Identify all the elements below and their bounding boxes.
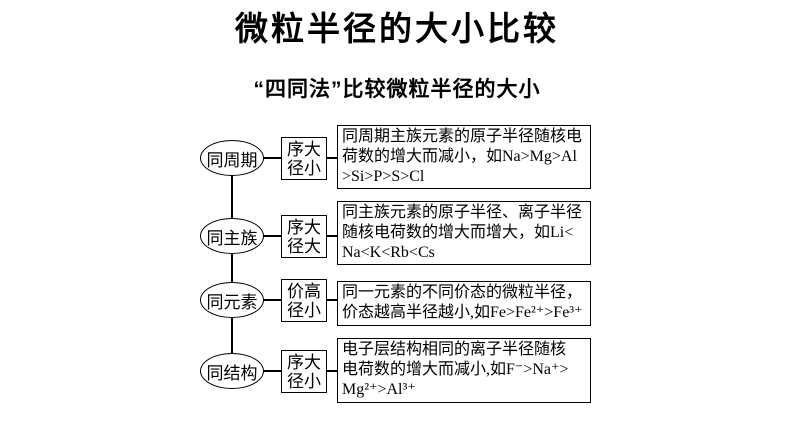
description-box-same-group: 同主族元素的原子半径、离子半径 随核电荷数的增大而增大，如Li< Na<K<Rb…	[337, 201, 591, 265]
rule-box-same-structure: 序大 径小	[281, 350, 327, 393]
category-label: 同周期	[206, 150, 258, 170]
description-line: >Si>P>S>Cl	[342, 168, 425, 185]
description-line: 随核电荷数的增大而增大，如Li<	[342, 224, 574, 241]
description-line: 电子层结构相同的离子半径随核	[342, 341, 567, 358]
description-line: Na<K<Rb<Cs	[342, 244, 435, 261]
category-node-same-structure: 同结构	[200, 353, 264, 389]
category-label: 同结构	[206, 363, 258, 383]
rule-line: 径小	[287, 158, 321, 178]
rule-line: 序大	[287, 217, 321, 237]
category-node-same-period: 同周期	[200, 140, 264, 176]
rule-line: 径小	[287, 371, 321, 391]
page-title: 微粒半径的大小比较	[235, 10, 559, 47]
page-subtitle: “四同法”比较微粒半径的大小	[253, 78, 541, 101]
description-box-same-period: 同周期主族元素的原子半径随核电 荷数的增大而减小，如Na>Mg>Al >Si>P…	[337, 125, 591, 189]
rule-line: 价高	[287, 281, 321, 301]
category-node-same-element: 同元素	[200, 282, 264, 318]
rule-box-same-period: 序大 径小	[281, 137, 327, 180]
rule-box-same-element: 价高 径小	[281, 279, 327, 322]
description-line: 价态越高半径越小,如Fe>Fe²⁺>Fe³⁺	[342, 304, 583, 321]
rule-line: 序大	[287, 139, 321, 159]
description-line: 荷数的增大而减小，如Na>Mg>Al	[342, 148, 577, 165]
category-label: 同主族	[206, 228, 258, 248]
rule-line: 径小	[287, 300, 321, 320]
description-line: 同周期主族元素的原子半径随核电	[342, 128, 583, 145]
category-label: 同元素	[206, 292, 258, 312]
description-line: 同主族元素的原子半径、离子半径	[342, 204, 583, 221]
description-line: 电荷数的增大而减小,如F⁻>Na⁺>	[342, 361, 569, 378]
description-line: Mg²⁺>Al³⁺	[342, 381, 416, 398]
category-node-same-group: 同主族	[200, 218, 264, 254]
rule-line: 序大	[287, 352, 321, 372]
rule-line: 径大	[287, 236, 321, 256]
rule-box-same-group: 序大 径大	[281, 215, 327, 258]
description-box-same-element: 同一元素的不同价态的微粒半径， 价态越高半径越小,如Fe>Fe²⁺>Fe³⁺	[337, 281, 591, 326]
description-line: 同一元素的不同价态的微粒半径，	[342, 284, 583, 301]
vertical-connector-line	[231, 158, 233, 371]
description-box-same-structure: 电子层结构相同的离子半径随核 电荷数的增大而减小,如F⁻>Na⁺> Mg²⁺>A…	[337, 338, 591, 403]
